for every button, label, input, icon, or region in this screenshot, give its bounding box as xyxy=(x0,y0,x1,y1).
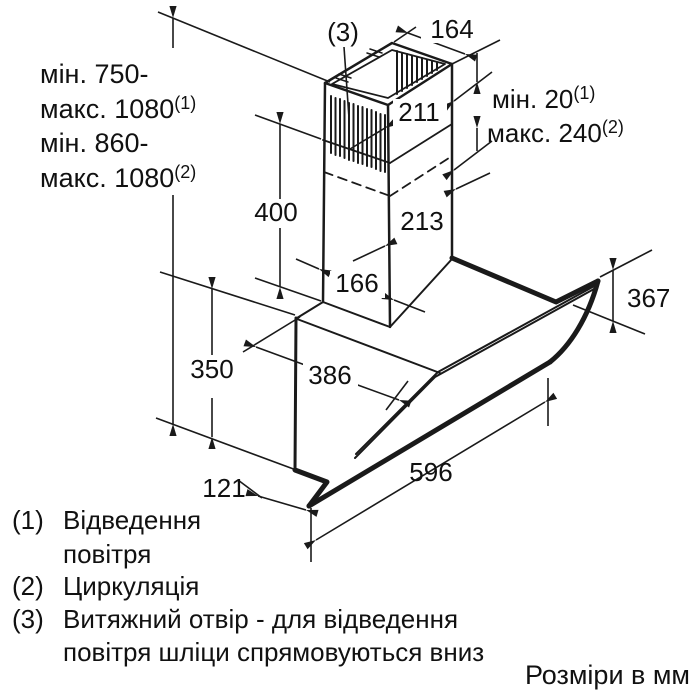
dim-386-left xyxy=(243,339,306,366)
chimney-left-edge xyxy=(321,81,327,304)
footnote-2-line-1: Циркуляція xyxy=(63,571,199,601)
ext-chimney-top xyxy=(157,11,331,83)
dim-213-lower-arrow xyxy=(352,237,398,262)
dim-596-label: 596 xyxy=(409,457,452,487)
hood-back-top-edge xyxy=(449,255,601,305)
ext-386-left xyxy=(242,316,301,353)
units-note: Розміри в мм xyxy=(525,660,690,690)
dim-213-upper-arrow xyxy=(443,172,491,198)
dim-166-label: 166 xyxy=(335,268,378,298)
label-backers xyxy=(186,17,483,389)
ext-max-gap xyxy=(442,140,493,181)
labels: мін. 750- макс. 1080(1) мін. 860- макс. … xyxy=(12,14,690,690)
dim-164-label: 164 xyxy=(430,14,473,44)
footnote-block: (1) Відведення повітря (2) Циркуляція (3… xyxy=(12,505,484,667)
footnote-2-ref: (2) xyxy=(12,571,44,601)
dim-213-label: 213 xyxy=(400,206,443,236)
callout-3-label: (3) xyxy=(327,17,359,47)
ext-367-top xyxy=(599,249,653,278)
dim-386-right xyxy=(354,383,412,408)
ext-min-gap xyxy=(442,71,493,112)
dim-121 xyxy=(245,489,319,517)
glass-right-edge xyxy=(547,278,601,365)
dim-350-label: 350 xyxy=(190,354,233,384)
glass-top-edge-outer xyxy=(355,283,599,455)
dim-max-gap-label: макс. 240(2) xyxy=(487,117,624,148)
wall-clearance-line-1: мін. 750- xyxy=(40,59,149,89)
dim-166-right-arrow xyxy=(381,292,426,313)
hood-left-front-edge xyxy=(293,316,298,472)
chimney-duct xyxy=(321,41,454,329)
wall-clearance-line-4: макс. 1080(2) xyxy=(40,162,196,193)
chimney-front-edge xyxy=(386,103,392,329)
hood-top-front-edge xyxy=(296,318,441,374)
chimney-rim-inner xyxy=(331,49,446,99)
footnote-3-ref: (3) xyxy=(12,604,44,634)
chimney-base-left xyxy=(322,301,391,328)
ext-joint-line xyxy=(254,114,322,140)
dim-367-label: 367 xyxy=(627,283,670,313)
callout-3-leader xyxy=(343,46,350,119)
footnote-3-line-2: повітря шліци спрямовуються вниз xyxy=(63,637,484,667)
dim-121-label: 121 xyxy=(202,473,245,503)
rim-vent-marks xyxy=(335,48,383,83)
wall-clearance-line-3: мін. 860- xyxy=(40,128,149,158)
wall-clearance-label-block: мін. 750- макс. 1080(1) мін. 860- макс. … xyxy=(40,59,196,193)
dimension-lines xyxy=(155,5,653,562)
hood-top-left-edge xyxy=(296,301,324,319)
dim-211-leader xyxy=(349,118,398,150)
hidden-inner-section-right xyxy=(389,155,453,197)
footnote-1-line-1: Відведення xyxy=(63,505,201,535)
ext-hood-bottom xyxy=(155,417,308,475)
telescopic-joint-left xyxy=(322,139,391,164)
dim-596 xyxy=(303,392,558,550)
footnote-3-line-1: Витяжний отвір - для відведення xyxy=(63,604,458,634)
footnote-1-ref: (1) xyxy=(12,505,44,535)
vent-slots-front-face xyxy=(330,95,386,173)
ext-367-bottom xyxy=(572,304,646,335)
telescopic-joint-right xyxy=(389,123,453,164)
dim-164 xyxy=(395,25,478,62)
dim-min-gap-label: мін. 20(1) xyxy=(492,83,595,114)
dim-211-label: 211 xyxy=(398,97,439,127)
chimney-base-right xyxy=(389,258,453,328)
ext-hood-top-left xyxy=(159,271,296,316)
footnote-1-line-2: повітря xyxy=(63,539,151,569)
dim-386-label: 386 xyxy=(308,360,351,390)
dim-400-label: 400 xyxy=(254,197,297,227)
wall-clearance-line-2: макс. 1080(1) xyxy=(40,93,196,124)
ext-chimney-base xyxy=(254,277,322,302)
hidden-inner-section-left xyxy=(323,171,391,197)
dim-166-left-arrow xyxy=(295,258,332,278)
